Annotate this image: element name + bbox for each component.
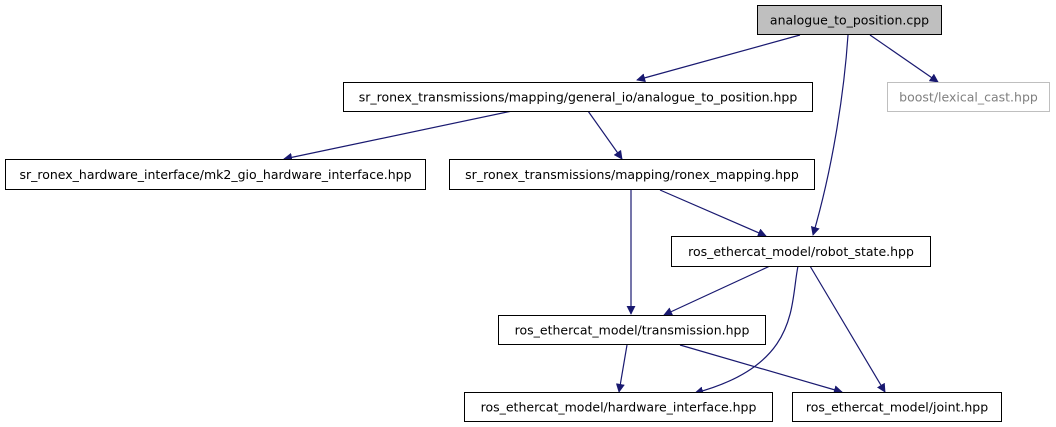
node-robot-state[interactable]: ros_ethercat_model/robot_state.hpp <box>671 236 931 267</box>
edge-robot-state-to-joint <box>809 265 886 393</box>
node-label: sr_ronex_hardware_interface/mk2_gio_hard… <box>19 167 411 182</box>
edge-ronex-mapping-to-robot-state <box>659 189 767 237</box>
node-label: ros_ethercat_model/transmission.hpp <box>515 323 750 338</box>
node-analogue-to-position-cpp[interactable]: analogue_to_position.cpp <box>757 5 942 35</box>
node-label: ros_ethercat_model/hardware_interface.hp… <box>481 400 757 415</box>
dependency-nodes: analogue_to_position.cpp sr_ronex_transm… <box>5 5 1050 422</box>
node-label: ros_ethercat_model/robot_state.hpp <box>688 244 914 259</box>
node-label: analogue_to_position.cpp <box>770 13 929 28</box>
edge-analogue-cpp-to-analogue-hpp <box>636 34 801 83</box>
dependency-edges <box>283 34 939 396</box>
edge-analogue-cpp-to-boost <box>869 34 939 83</box>
node-mk2-gio-hardware-interface[interactable]: sr_ronex_hardware_interface/mk2_gio_hard… <box>5 159 426 190</box>
node-transmission[interactable]: ros_ethercat_model/transmission.hpp <box>498 315 766 345</box>
edge-transmission-to-joint <box>679 344 843 395</box>
edge-analogue-hpp-to-mk2 <box>283 110 513 162</box>
node-label: sr_ronex_transmissions/mapping/ronex_map… <box>465 167 799 182</box>
edge-transmission-to-hardware-interface <box>615 344 628 393</box>
node-analogue-to-position-hpp[interactable]: sr_ronex_transmissions/mapping/general_i… <box>343 82 813 112</box>
node-label: sr_ronex_transmissions/mapping/general_i… <box>359 90 798 105</box>
node-label: ros_ethercat_model/joint.hpp <box>806 400 988 415</box>
edge-analogue-hpp-to-ronex-mapping <box>587 110 623 160</box>
node-boost-lexical-cast[interactable]: boost/lexical_cast.hpp <box>887 82 1050 112</box>
edge-analogue-cpp-to-robot-state <box>810 34 849 236</box>
node-label: boost/lexical_cast.hpp <box>899 90 1038 105</box>
edge-robot-state-to-transmission <box>663 265 771 316</box>
node-ronex-mapping[interactable]: sr_ronex_transmissions/mapping/ronex_map… <box>449 159 815 190</box>
node-hardware-interface[interactable]: ros_ethercat_model/hardware_interface.hp… <box>464 392 773 422</box>
node-joint[interactable]: ros_ethercat_model/joint.hpp <box>792 392 1002 422</box>
edge-robot-state-to-hardware-interface <box>694 265 799 396</box>
